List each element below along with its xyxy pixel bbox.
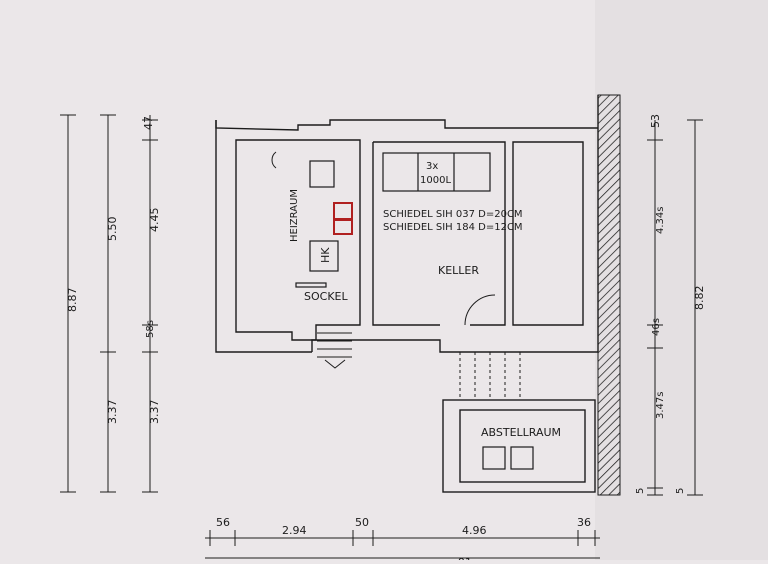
drain-symbol	[271, 151, 277, 169]
keller-wall	[373, 141, 506, 326]
tank-block	[382, 152, 491, 192]
dim-right-bottom-b: 5	[675, 488, 686, 494]
dim-left-inner-main: 4.45	[148, 208, 161, 233]
outer-wall-left	[215, 120, 312, 353]
right-room	[512, 141, 584, 326]
bin-2	[510, 446, 534, 470]
retaining-wall	[597, 94, 621, 496]
door-arc	[464, 294, 496, 326]
label-sockel: SOCKEL	[304, 290, 348, 303]
chimney-2	[333, 219, 353, 235]
stairs	[317, 324, 352, 369]
chimney-label-2: SCHIEDEL SIH 184 D=12CM	[383, 222, 523, 233]
dim-right-outer: 8.82	[693, 286, 706, 311]
dim-bottom-2: 2.94	[282, 524, 307, 537]
dim-left-inner-small: 47	[142, 116, 155, 130]
heizraum-wall	[235, 139, 361, 341]
label-heizraum: HEIZRAUM	[289, 189, 300, 242]
dims-left-lines	[60, 114, 158, 493]
dim-right-lower: 3.47s	[655, 392, 666, 419]
abstellraum-inner	[459, 409, 586, 483]
outside-steps	[459, 352, 521, 400]
label-abstellraum: ABSTELLRAUM	[481, 426, 561, 439]
chimney-label-1: SCHIEDEL SIH 037 D=20CM	[383, 209, 523, 220]
dim-bottom-4: 4.96	[462, 524, 487, 537]
dim-left-outer: 8.87	[66, 288, 79, 313]
tank-volume: 1000L	[420, 175, 451, 186]
outer-wall-top	[215, 119, 598, 131]
dim-bottom-partial: 91	[458, 556, 472, 560]
dim-right-gap: 46s	[651, 318, 662, 336]
label-keller: KELLER	[438, 264, 479, 277]
dims-right-lines	[647, 119, 703, 496]
label-hk: HK	[319, 247, 332, 263]
keller-wall-left	[372, 142, 440, 326]
dim-left-mid-bottom: 3.37	[106, 400, 119, 425]
dim-right-bottom-a: 5	[635, 488, 646, 494]
tank-count: 3x	[426, 161, 438, 172]
bin-1	[482, 446, 506, 470]
dim-bottom-5: 36	[577, 516, 591, 529]
dim-left-inner-bottom: 3.37	[148, 400, 161, 425]
paper-shade	[595, 0, 768, 560]
boiler	[295, 160, 339, 288]
dim-bottom-3: 50	[355, 516, 369, 529]
dim-bottom-1: 56	[216, 516, 230, 529]
dim-right-top: 53	[649, 114, 662, 128]
dim-left-inner-gap: 58s	[145, 320, 156, 338]
dim-right-upper: 4.34s	[655, 207, 666, 234]
dims-bottom-lines	[205, 530, 600, 559]
abstellraum-outer	[442, 399, 596, 493]
dim-left-mid-top: 5.50	[106, 217, 119, 242]
